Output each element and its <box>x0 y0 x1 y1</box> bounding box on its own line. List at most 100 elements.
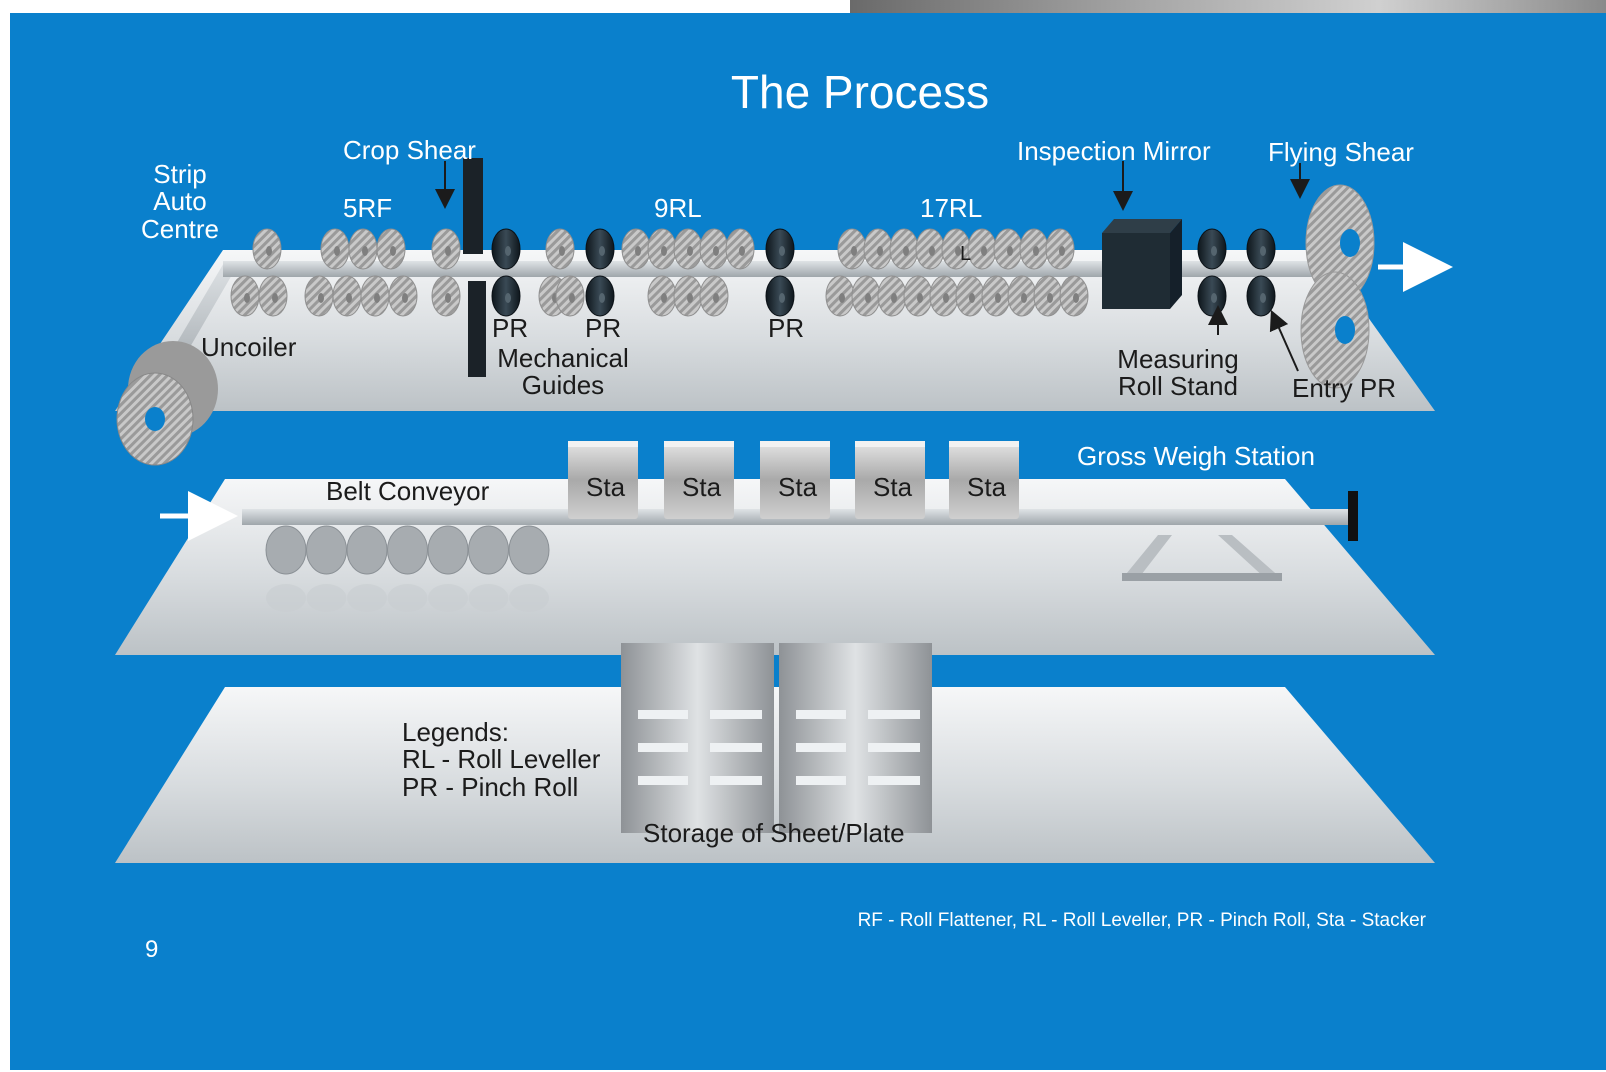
upper-roll <box>320 228 350 270</box>
photo-strip <box>850 0 1606 13</box>
entry-pr-pointer <box>1269 309 1299 372</box>
stacker <box>760 441 830 519</box>
belt-roll <box>508 525 550 612</box>
flying-shear-label: Flying Shear <box>1268 137 1414 167</box>
belt-roll <box>387 525 428 612</box>
upper-roll <box>889 228 919 270</box>
storage-platform <box>115 687 1435 863</box>
lower-roll <box>332 275 362 317</box>
lower-roll <box>230 275 260 317</box>
lower-roll <box>388 275 418 317</box>
flying-shear-coils <box>1300 184 1375 389</box>
pinch-roll-upper <box>491 228 521 270</box>
belt-conveyor-label: Belt Conveyor <box>326 476 490 506</box>
stacker <box>664 441 734 519</box>
lower-roll <box>673 275 703 317</box>
inspection-mirror-label: Inspection Mirror <box>1017 136 1211 166</box>
upper-roll <box>431 228 461 270</box>
pinch-roll-upper <box>765 228 795 270</box>
page-title: The Process <box>730 66 990 118</box>
pinch-roll-label-1: PR <box>492 313 529 343</box>
pinch-roll-label-3: PR <box>768 313 805 343</box>
lower-roll <box>304 275 334 317</box>
lower-roll <box>1033 275 1063 317</box>
pinch-roll-lower <box>765 275 795 317</box>
pinch-roll-lower <box>585 275 615 317</box>
storage-stacks <box>621 643 932 833</box>
crop-shear-lower-blade <box>468 281 486 377</box>
stacker-label: Sta <box>682 472 722 502</box>
stacker <box>568 441 638 519</box>
process-panel: The Process Strip Auto Centre Crop Shear… <box>10 13 1606 1070</box>
upper-roll <box>1045 228 1075 270</box>
upper-roll <box>647 228 677 270</box>
five-rf-label: 5RF <box>343 193 393 223</box>
entry-pr-label: Entry PR <box>1292 373 1397 403</box>
upper-roll <box>915 228 945 270</box>
pinch-roll-label-2: PR <box>585 313 622 343</box>
belt-roll <box>265 525 307 612</box>
lower-roll <box>929 275 959 317</box>
pinch-roll-lower <box>1246 275 1276 317</box>
crop-shear-upper-blade <box>463 158 483 254</box>
lower-roll <box>1059 275 1089 317</box>
stacker-label: Sta <box>586 472 626 502</box>
upper-roll <box>545 228 575 270</box>
process-diagram <box>115 158 1453 863</box>
storage-label: Storage of Sheet/Plate <box>643 818 905 848</box>
lower-roll <box>360 275 390 317</box>
legends-label: Legends: RL - Roll Leveller PR - Pinch R… <box>402 717 601 802</box>
upper-roll <box>252 228 282 270</box>
l-marker-label: L <box>960 243 972 265</box>
upper-roll <box>1019 228 1049 270</box>
gross-weigh-station-label: Gross Weigh Station <box>1077 441 1315 471</box>
lower-roll <box>877 275 907 317</box>
page-number: 9 <box>145 936 159 963</box>
lower-roll <box>851 275 881 317</box>
lower-roll <box>955 275 985 317</box>
belt-roll <box>306 525 347 612</box>
pinch-roll-lower <box>1197 275 1227 317</box>
conveyor-end-stop <box>1348 491 1358 541</box>
pinch-roll-upper <box>585 228 615 270</box>
strip-auto-centre-label: Strip Auto Centre <box>140 159 220 244</box>
lower-roll <box>647 275 677 317</box>
lower-roll <box>555 275 585 317</box>
uncoiler-label: Uncoiler <box>201 332 297 362</box>
seventeen-rl-label: 17RL <box>920 193 983 223</box>
stacker <box>855 441 925 519</box>
upper-roll <box>376 228 406 270</box>
upper-roll <box>673 228 703 270</box>
crop-shear-label: Crop Shear <box>343 135 476 165</box>
abbreviations-footnote: RF - Roll Flattener, RL - Roll Leveller,… <box>857 910 1426 931</box>
lower-roll <box>1007 275 1037 317</box>
lower-roll <box>981 275 1011 317</box>
pinch-roll-upper <box>1197 228 1227 270</box>
lower-roll <box>825 275 855 317</box>
uncoiler-coil <box>116 341 218 466</box>
upper-roll <box>621 228 651 270</box>
upper-roll <box>993 228 1023 270</box>
lower-roll <box>431 275 461 317</box>
pinch-roll-lower <box>491 275 521 317</box>
upper-roll <box>348 228 378 270</box>
measuring-roll-stand-label: Measuring Roll Stand <box>1117 344 1239 402</box>
nine-rl-label: 9RL <box>654 193 702 223</box>
stacker-label: Sta <box>778 472 818 502</box>
upper-roll <box>967 228 997 270</box>
gross-weigh-station <box>1122 535 1282 581</box>
upper-roll <box>725 228 755 270</box>
inspection-mirror-block <box>1102 219 1182 309</box>
lower-roll <box>258 275 288 317</box>
stacker <box>949 441 1019 519</box>
lower-roll <box>699 275 729 317</box>
belt-roll <box>468 525 509 612</box>
upper-roll <box>863 228 893 270</box>
stacker-label: Sta <box>873 472 913 502</box>
mechanical-guides-label: Mechanical Guides <box>497 343 629 401</box>
upper-roll <box>699 228 729 270</box>
pinch-roll-upper <box>1246 228 1276 270</box>
lower-roll <box>903 275 933 317</box>
stacker-label: Sta <box>967 472 1007 502</box>
upper-roll <box>837 228 867 270</box>
